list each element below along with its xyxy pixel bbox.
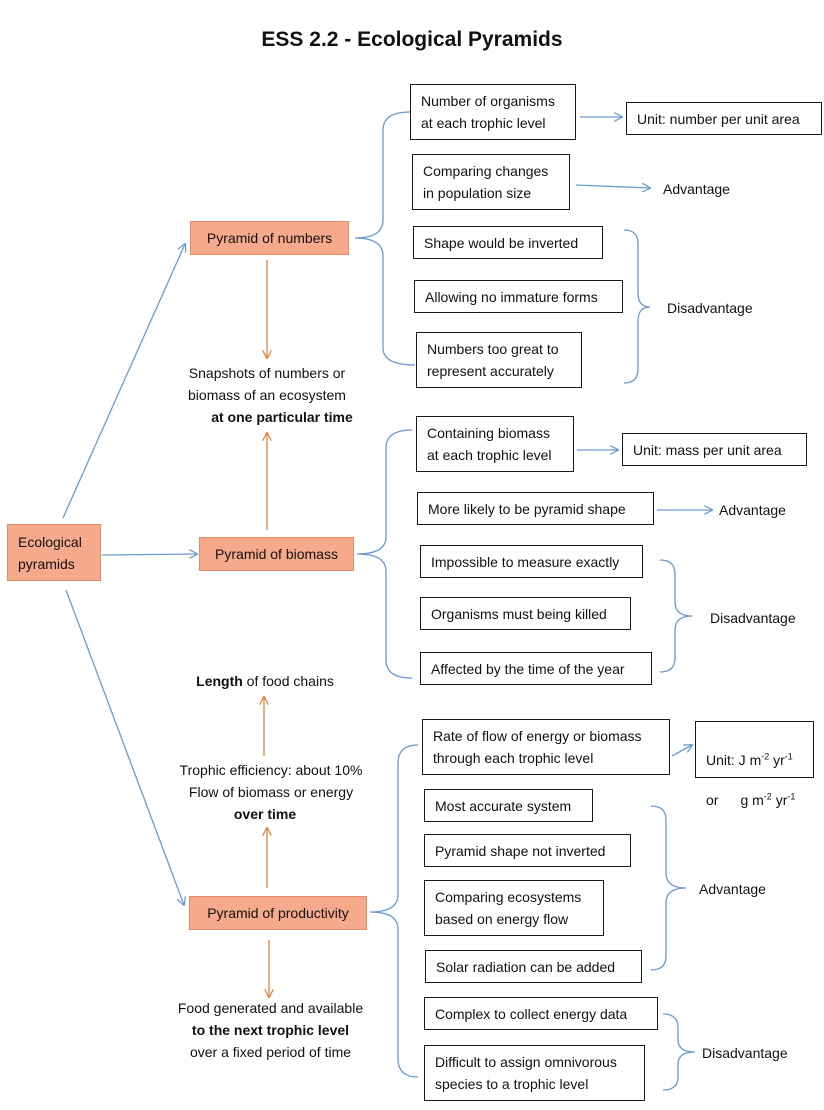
- pyramid-of-biomass: Pyramid of biomass: [199, 537, 354, 571]
- arrow-root-to-numbers: [62, 244, 185, 519]
- numbers-disadvantage-label: Disadvantage: [667, 300, 753, 316]
- efficiency-line: Flow of biomass or energy: [188, 784, 354, 800]
- numbers-disadvantage-item: Allowing no immature forms: [414, 280, 623, 313]
- bracket-biomass: [356, 429, 413, 679]
- bracket-productivity-disadvantage: [662, 1013, 696, 1091]
- numbers-advantage-label: Advantage: [663, 181, 730, 197]
- numbers-advantage-item: Comparing changes in population size: [412, 154, 570, 210]
- food-text: Food generated and available to the next…: [158, 997, 383, 1063]
- pyramid-of-productivity: Pyramid of productivity: [189, 896, 367, 930]
- numbers-definition-box: Number of organisms at each trophic leve…: [410, 84, 576, 140]
- snapshot-line: Snapshots of numbers or: [188, 365, 346, 381]
- biomass-advantage-label: Advantage: [719, 502, 786, 518]
- page-title: ESS 2.2 - Ecological Pyramids: [261, 28, 563, 51]
- productivity-advantage-item: Solar radiation can be added: [425, 950, 642, 983]
- pyramid-of-numbers: Pyramid of numbers: [190, 221, 349, 255]
- root-node-ecological-pyramids: Ecological pyramids: [7, 524, 101, 581]
- productivity-advantage-label: Advantage: [699, 881, 766, 897]
- unit-mid: yr: [771, 792, 788, 808]
- arrow-productivity-unit: [671, 745, 692, 757]
- unit-or: or: [706, 792, 719, 808]
- arrow-numbers-advantage: [575, 185, 650, 188]
- length-text: Length of food chains: [160, 670, 370, 692]
- productivity-disadvantage-item: Difficult to assign omnivorous species t…: [424, 1045, 645, 1101]
- efficiency-line-emphasis: over time: [233, 806, 297, 822]
- unit-prefix: Unit: J m: [706, 752, 762, 768]
- food-line: over a fixed period of time: [189, 1044, 352, 1060]
- biomass-definition-box: Containing biomass at each trophic level: [416, 416, 574, 472]
- arrow-root-to-biomass: [101, 554, 197, 555]
- productivity-definition-box: Rate of flow of energy or biomass throug…: [422, 719, 670, 775]
- bracket-productivity-advantage: [650, 805, 687, 971]
- unit-exp: -1: [784, 751, 793, 762]
- arrow-root-to-productivity: [65, 589, 184, 905]
- unit-mid: yr: [769, 752, 785, 768]
- length-rest: of food chains: [242, 673, 334, 689]
- biomass-advantage-item: More likely to be pyramid shape: [417, 492, 654, 525]
- biomass-disadvantage-label: Disadvantage: [710, 610, 796, 626]
- bracket-numbers: [354, 111, 416, 366]
- productivity-advantage-item: Pyramid shape not inverted: [424, 834, 631, 867]
- biomass-disadvantage-item: Organisms must being killed: [420, 597, 631, 630]
- productivity-advantage-item: Most accurate system: [424, 789, 593, 822]
- numbers-disadvantage-item: Numbers too great to represent accuratel…: [416, 332, 582, 388]
- unit-exp: -2: [763, 791, 772, 802]
- snapshot-text: Snapshots of numbers or biomass of an ec…: [152, 362, 382, 428]
- biomass-disadvantage-item: Affected by the time of the year: [420, 652, 652, 685]
- bracket-numbers-disadvantage: [623, 229, 651, 384]
- unit-exp: -2: [761, 751, 770, 762]
- productivity-advantage-item: Comparing ecosystems based on energy flo…: [424, 880, 604, 936]
- efficiency-line: Trophic efficiency: about 10%: [179, 762, 363, 778]
- food-line: Food generated and available: [177, 1000, 364, 1016]
- biomass-unit-box: Unit: mass per unit area: [622, 433, 807, 466]
- snapshot-line-emphasis: at one particular time: [211, 409, 353, 425]
- productivity-disadvantage-item: Complex to collect energy data: [424, 997, 658, 1030]
- bracket-biomass-disadvantage: [659, 559, 693, 673]
- unit-exp: -1: [787, 791, 796, 802]
- efficiency-text: Trophic efficiency: about 10% Flow of bi…: [156, 759, 386, 825]
- length-bold: Length: [196, 673, 243, 689]
- numbers-disadvantage-item: Shape would be inverted: [413, 226, 603, 259]
- snapshot-line: biomass of an ecosystem: [188, 387, 346, 403]
- food-line-emphasis: to the next trophic level: [191, 1022, 350, 1038]
- bracket-productivity: [369, 744, 419, 1078]
- productivity-disadvantage-label: Disadvantage: [702, 1045, 788, 1061]
- numbers-unit-box: Unit: number per unit area: [626, 102, 822, 135]
- unit-g: g m: [740, 792, 764, 808]
- biomass-disadvantage-item: Impossible to measure exactly: [420, 545, 643, 578]
